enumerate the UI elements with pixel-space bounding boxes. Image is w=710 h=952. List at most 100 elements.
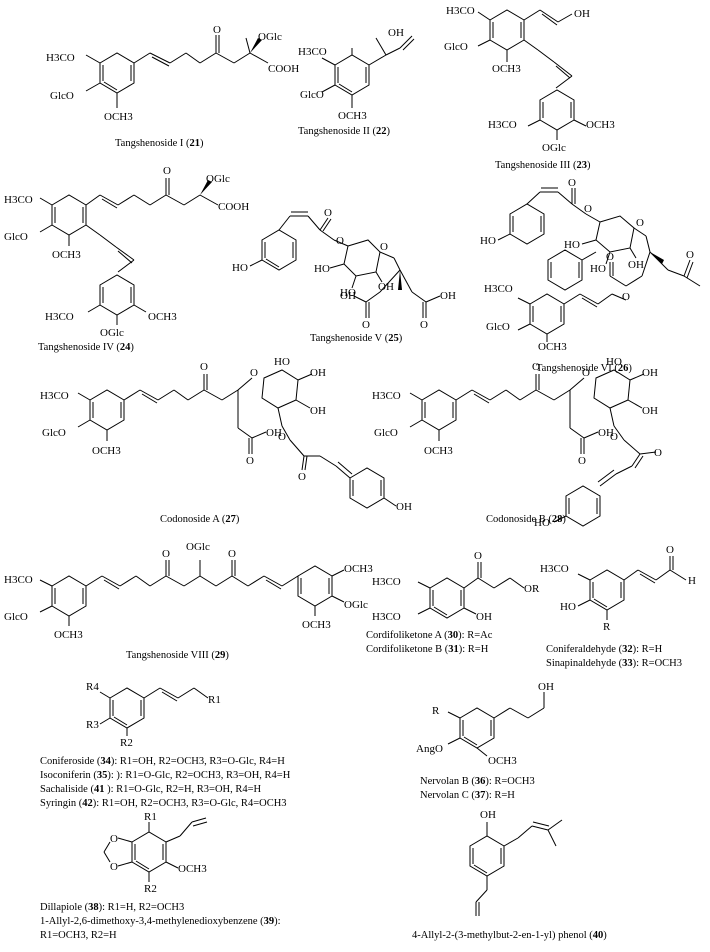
group-label: COOH (268, 63, 299, 75)
group-label: O (298, 471, 306, 483)
group-label: OCH3 (92, 445, 121, 457)
structure-23: H3CO GlcO OCH3 OH H3CO OGlc OCH3 Tangshe… (444, 5, 615, 171)
group-label: HO (274, 356, 290, 368)
group-label: HO (340, 287, 356, 299)
caption-27: Codonoside A (27) (160, 514, 240, 525)
group-label: O (110, 833, 118, 845)
structure-26: HO O O HO HO OH O O H3CO GlcO OCH3 O O T… (480, 177, 701, 374)
group-label: H3CO (446, 5, 475, 17)
group-label: H3CO (4, 574, 33, 586)
caption-26: Tangshenoside VI (26) (536, 363, 632, 374)
group-label: O (336, 235, 344, 247)
group-label: H3CO (488, 119, 517, 131)
caption-37: Nervolan C (37): R=H (420, 790, 515, 801)
group-label: OH (396, 501, 412, 513)
group-label: R1 (208, 694, 221, 706)
structure-22: H3CO GlcO OCH3 OH Tangshenoside II (22) (298, 27, 415, 137)
group-label: O (584, 203, 592, 215)
group-label: HO (232, 262, 248, 274)
group-label: GlcO (50, 90, 74, 102)
group-label: OGlc (206, 173, 230, 185)
group-label: GlcO (42, 427, 66, 439)
group-label: HO (590, 263, 606, 275)
group-label: O (250, 367, 258, 379)
group-label: OGlc (186, 541, 210, 553)
group-label: R1 (144, 811, 157, 823)
structure-27: H3CO GlcO OCH3 O O OH OH HO O OH O O OH … (40, 356, 412, 525)
group-label: OH (476, 611, 492, 623)
caption-32: Coniferaldehyde (32): R=H (546, 644, 663, 655)
structure-21: H3CO GlcO OCH3 OGlc O COOH Tangshenoside… (46, 24, 299, 149)
group-label: OH (440, 290, 456, 302)
group-label: O (420, 319, 428, 331)
group-label: OH (310, 367, 326, 379)
group-label: O (246, 455, 254, 467)
group-label: H3CO (372, 576, 401, 588)
structure-28: H3CO GlcO OCH3 O O OH OH HO O OH O O HO … (372, 356, 662, 529)
group-label: H3CO (40, 390, 69, 402)
caption-38: Dillapiole (38): R1=H, R2=OCH3 (40, 902, 184, 913)
group-label: OCH3 (424, 445, 453, 457)
caption-39-values: R1=OCH3, R2=H (40, 930, 117, 941)
group-label: GlcO (4, 231, 28, 243)
caption-34: Coniferoside (34): R1=OH, R2=OCH3, R3=O-… (40, 756, 285, 767)
caption-42: Syringin (42): R1=OH, R2=OCH3, R3=O-Glc,… (40, 798, 287, 809)
caption-24: Tangshenoside IV (24) (38, 342, 134, 353)
group-label: HO (564, 239, 580, 251)
group-label: H3CO (298, 46, 327, 58)
structure-34-35-41-42: R4 R3 R2 R1 Coniferoside (34): R1=OH, R2… (40, 681, 291, 809)
group-label: R4 (86, 681, 99, 693)
group-label: O (162, 548, 170, 560)
structure-36-37: R AngO OCH3 OH Nervolan B (36): R=OCH3 N… (416, 681, 554, 801)
caption-36: Nervolan B (36): R=OCH3 (420, 776, 535, 787)
group-label: H3CO (372, 390, 401, 402)
caption-41: Sachaliside (41 ): R1=O-Glc, R2=H, R3=OH… (40, 784, 262, 795)
group-label: O (582, 367, 590, 379)
group-label: O (278, 431, 286, 443)
caption-21: Tangshenoside I (21) (115, 138, 204, 149)
group-label: H3CO (484, 283, 513, 295)
group-label: OH (574, 8, 590, 20)
group-label: O (163, 165, 171, 177)
structure-30-31: H3CO H3CO O OR OH Cordifoliketone A (30)… (366, 550, 540, 655)
group-label: OCH3 (302, 619, 331, 631)
group-label: O (610, 431, 618, 443)
group-label: OH (538, 681, 554, 693)
group-label: O (666, 544, 674, 556)
structure-25: HO O O HO HO OH O O OH O OH Tangshenosid… (232, 207, 456, 344)
group-label: GlcO (300, 89, 324, 101)
group-label: OGlc (100, 327, 124, 339)
group-label: O (110, 861, 118, 873)
group-label: OH (628, 259, 644, 271)
group-label: O (578, 455, 586, 467)
group-label: H3CO (372, 611, 401, 623)
group-label: OCH3 (54, 629, 83, 641)
group-label: O (228, 548, 236, 560)
group-label: O (474, 550, 482, 562)
structure-29: H3CO GlcO OCH3 OGlc O O OCH3 OGlc OCH3 T… (4, 541, 373, 661)
group-label: O (213, 24, 221, 36)
group-label: OGlc (542, 142, 566, 154)
structure-40: OH 4-Allyl-2-(3-methylbut-2-en-1-yl) phe… (412, 809, 607, 941)
group-label: OCH3 (586, 119, 615, 131)
caption-22: Tangshenoside II (22) (298, 126, 391, 137)
group-label: OH (266, 427, 282, 439)
group-label: OH (388, 27, 404, 39)
group-label: R (603, 621, 611, 633)
group-label: COOH (218, 201, 249, 213)
group-label: OCH3 (104, 111, 133, 123)
group-label: H3CO (4, 194, 33, 206)
group-label: HO (606, 356, 622, 368)
group-label: O (606, 251, 614, 263)
group-label: O (380, 241, 388, 253)
group-label: OGlc (258, 31, 282, 43)
group-label: OH (310, 405, 326, 417)
group-label: O (622, 291, 630, 303)
group-label: H (688, 575, 696, 587)
group-label: O (568, 177, 576, 189)
group-label: H3CO (45, 311, 74, 323)
group-label: R3 (86, 719, 99, 731)
group-label: O (636, 217, 644, 229)
caption-31: Cordifoliketone B (31): R=H (366, 644, 489, 655)
